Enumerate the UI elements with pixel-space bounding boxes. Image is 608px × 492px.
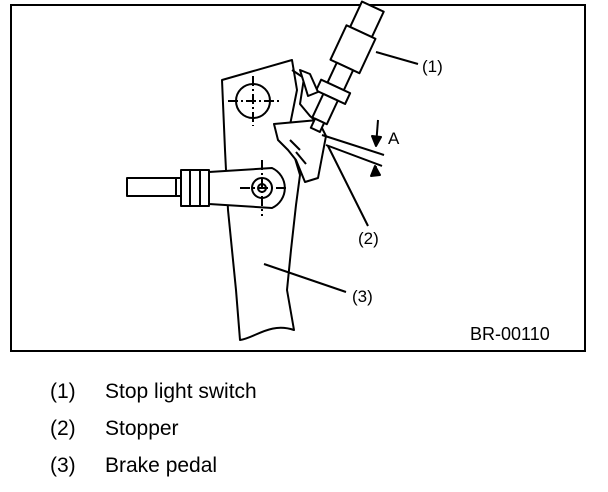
- leader-3: [263, 263, 347, 293]
- legend-item: (1) Stop light switch: [50, 380, 257, 417]
- dimension-a: [321, 119, 385, 177]
- callout-1: (1): [422, 57, 443, 76]
- leader-2: [327, 145, 369, 227]
- legend-item: (2) Stopper: [50, 417, 257, 454]
- legend-label: Stopper: [105, 417, 179, 440]
- legend-number: (1): [50, 380, 76, 403]
- legend: (1) Stop light switch (2) Stopper (3) Br…: [50, 380, 257, 491]
- callout-2: (2): [358, 229, 379, 248]
- stop-light-switch: [309, 0, 385, 133]
- legend-item: (3) Brake pedal: [50, 454, 257, 491]
- figure-frame: [10, 4, 586, 352]
- push-rod-clevis: [126, 160, 288, 216]
- callout-3: (3): [352, 287, 373, 306]
- legend-number: (2): [50, 417, 76, 440]
- pivot-hole: [228, 76, 280, 126]
- figure-id: BR-00110: [470, 324, 550, 344]
- dimension-a-label: A: [388, 129, 400, 148]
- legend-label: Brake pedal: [105, 454, 218, 477]
- switch-tab: [299, 69, 319, 97]
- leader-1: [375, 51, 419, 65]
- legend-number: (3): [50, 454, 76, 477]
- legend-label: Stop light switch: [105, 380, 257, 403]
- brake-pedal-diagram: A (1) (2) (3) BR-00110: [126, 0, 550, 344]
